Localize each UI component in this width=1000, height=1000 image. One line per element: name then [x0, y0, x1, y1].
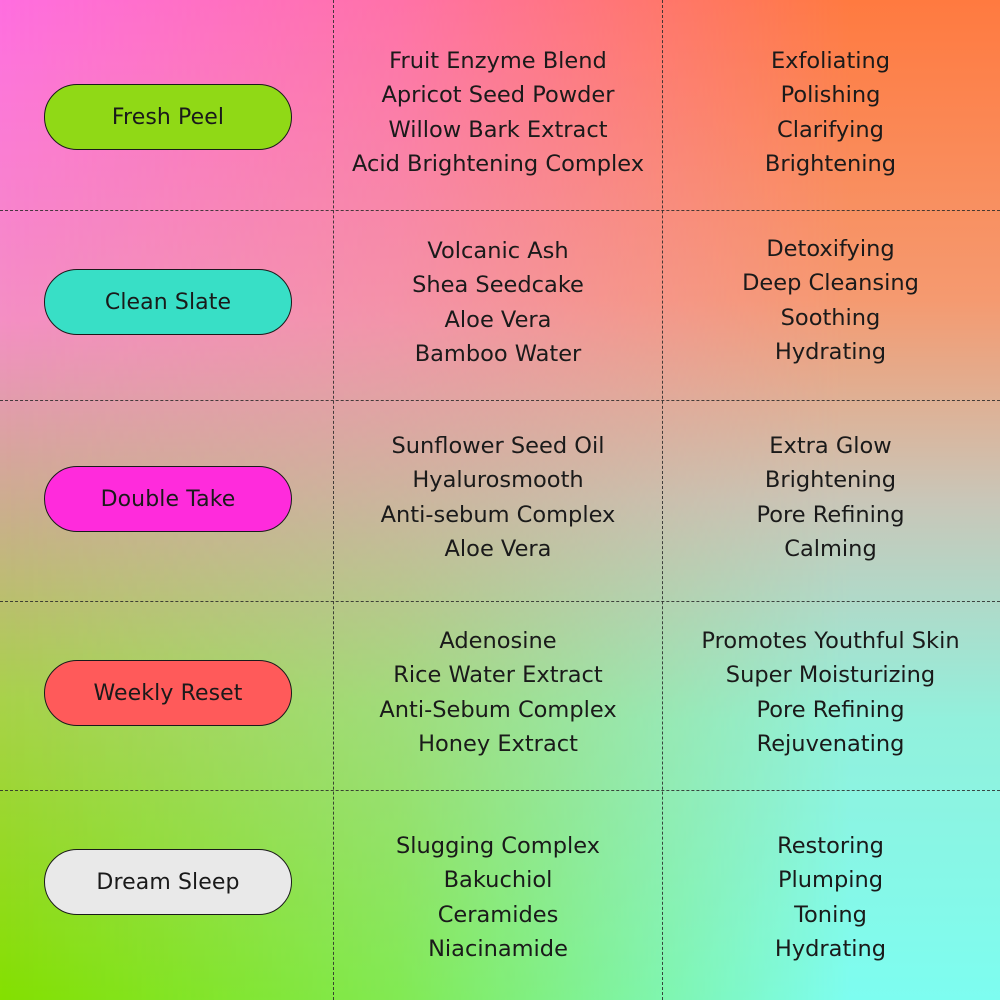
benefit-item: Pore Refining	[756, 696, 905, 723]
benefit-item: Brightening	[764, 150, 897, 177]
product-pill-weekly-reset: Weekly Reset	[44, 660, 292, 726]
ingredient-item: Anti-Sebum Complex	[379, 696, 617, 723]
benefit-item: Hydrating	[774, 338, 887, 365]
ingredient-item: Volcanic Ash	[427, 237, 569, 264]
ingredient-item: Bakuchiol	[443, 867, 553, 894]
ingredient-item: Adenosine	[439, 627, 557, 654]
ingredients-cell: Fruit Enzyme Blend Apricot Seed Powder W…	[334, 44, 662, 181]
benefit-item: Hydrating	[774, 935, 887, 962]
benefits-cell: Detoxifying Deep Cleansing Soothing Hydr…	[663, 232, 998, 369]
benefit-item: Plumping	[777, 867, 884, 894]
row-divider	[0, 790, 1000, 791]
benefit-item: Calming	[784, 535, 877, 562]
benefit-item: Rejuvenating	[756, 730, 905, 757]
benefit-item: Soothing	[780, 304, 881, 331]
ingredient-item: Willow Bark Extract	[388, 116, 608, 143]
row-divider	[0, 210, 1000, 211]
benefit-item: Restoring	[777, 832, 884, 859]
column-divider	[333, 0, 334, 1000]
ingredient-item: Aloe Vera	[444, 306, 552, 333]
ingredient-item: Rice Water Extract	[393, 662, 603, 689]
benefits-cell: Exfoliating Polishing Clarifying Brighte…	[663, 44, 998, 181]
benefit-item: Toning	[794, 901, 867, 928]
ingredient-item: Shea Seedcake	[412, 272, 584, 299]
benefit-item: Brightening	[764, 467, 897, 494]
ingredient-item: Hyalurosmooth	[412, 467, 584, 494]
ingredient-item: Niacinamide	[428, 935, 568, 962]
row-divider	[0, 400, 1000, 401]
ingredients-cell: Volcanic Ash Shea Seedcake Aloe Vera Bam…	[334, 234, 662, 371]
product-pill-dream-sleep: Dream Sleep	[44, 849, 292, 915]
benefit-item: Super Moisturizing	[725, 662, 936, 689]
benefit-item: Promotes Youthful Skin	[701, 627, 960, 654]
row-divider	[0, 601, 1000, 602]
benefit-item: Extra Glow	[769, 432, 892, 459]
benefit-item: Detoxifying	[766, 235, 895, 262]
ingredient-item: Fruit Enzyme Blend	[389, 47, 607, 74]
ingredients-cell: Sunflower Seed Oil Hyalurosmooth Anti-se…	[334, 429, 662, 566]
benefit-item: Pore Refining	[756, 501, 905, 528]
ingredient-item: Anti-sebum Complex	[380, 501, 616, 528]
ingredient-item: Aloe Vera	[444, 535, 552, 562]
ingredients-cell: Adenosine Rice Water Extract Anti-Sebum …	[334, 624, 662, 761]
product-pill-clean-slate: Clean Slate	[44, 269, 292, 335]
benefit-item: Clarifying	[777, 116, 884, 143]
product-pill-fresh-peel: Fresh Peel	[44, 84, 292, 150]
ingredient-item: Slugging Complex	[396, 832, 600, 859]
benefit-item: Polishing	[780, 82, 881, 109]
ingredient-item: Ceramides	[437, 901, 559, 928]
benefits-cell: Extra Glow Brightening Pore Refining Cal…	[663, 429, 998, 566]
ingredient-item: Sunflower Seed Oil	[391, 432, 605, 459]
ingredient-item: Acid Brightening Complex	[351, 150, 645, 177]
benefits-cell: Restoring Plumping Toning Hydrating	[663, 829, 998, 966]
benefits-cell: Promotes Youthful Skin Super Moisturizin…	[663, 624, 998, 761]
ingredients-cell: Slugging Complex Bakuchiol Ceramides Nia…	[334, 829, 662, 966]
ingredient-item: Honey Extract	[418, 730, 578, 757]
benefit-item: Exfoliating	[770, 47, 891, 74]
benefit-item: Deep Cleansing	[742, 270, 919, 297]
column-divider	[662, 0, 663, 1000]
ingredient-item: Bamboo Water	[414, 340, 582, 367]
ingredient-item: Apricot Seed Powder	[381, 82, 615, 109]
product-pill-double-take: Double Take	[44, 466, 292, 532]
